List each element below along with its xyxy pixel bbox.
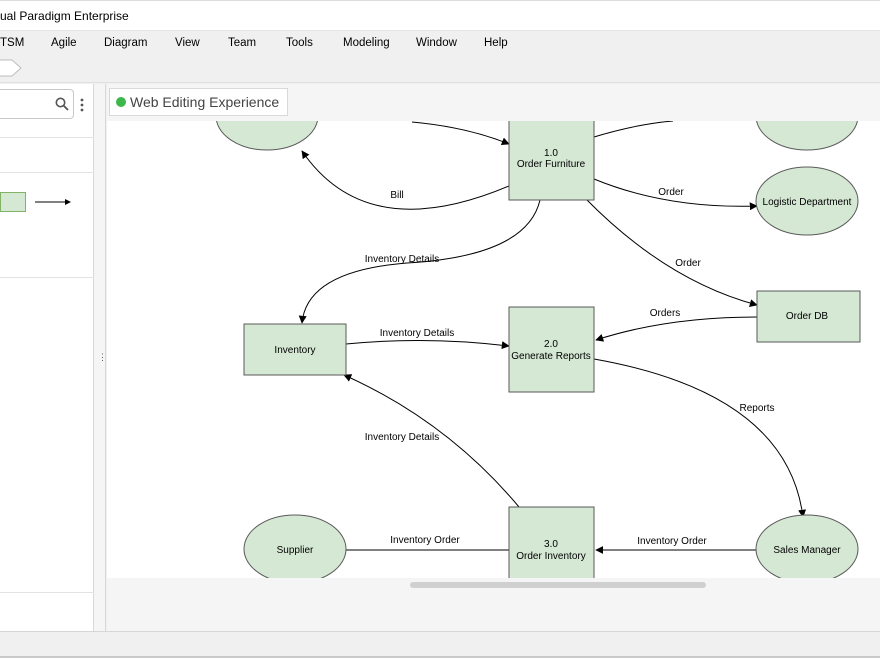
process-1-id: 1.0 — [544, 148, 558, 159]
entity-logistic-label: Logistic Department — [763, 197, 852, 208]
flow-label-bill: Bill — [390, 190, 403, 201]
flow-arrow-reports[interactable] — [593, 358, 807, 518]
data-store-inventory-label: Inventory — [274, 345, 315, 356]
breadcrumb-chevron-icon[interactable] — [0, 59, 22, 77]
menu-bar: TSM Agile Diagram View Team Tools Modeli… — [0, 31, 880, 55]
data-store-order-db[interactable] — [756, 290, 861, 343]
diagram-thumbnail-shape[interactable] — [0, 192, 26, 212]
data-store-order-db-label: Order DB — [786, 311, 829, 322]
menu-item-window[interactable]: Window — [416, 37, 457, 49]
panel-divider — [0, 592, 94, 593]
search-input[interactable] — [0, 89, 74, 119]
menu-item-view[interactable]: View — [175, 37, 200, 49]
flow-label-inventory-order: Inventory Order — [390, 535, 460, 546]
diagram-area[interactable]: Bill Order Order Inventory Details Inven… — [107, 121, 880, 578]
flow-arrow[interactable] — [411, 121, 510, 146]
flow-arrow-inventory-details-2[interactable] — [345, 339, 510, 350]
flow-label-order-db: Order — [675, 258, 701, 269]
external-entity-partial[interactable] — [216, 121, 318, 151]
title-bar-border — [0, 0, 880, 1]
diagram-thumbnail-arrow — [35, 199, 71, 205]
external-entity-partial[interactable] — [756, 121, 858, 151]
diagram-navigator-panel — [0, 84, 94, 631]
web-editing-label: Web Editing Experience — [130, 94, 280, 110]
data-flow-diagram: Bill Order Order Inventory Details Inven… — [216, 121, 861, 578]
horizontal-scrollbar-thumb[interactable] — [410, 582, 706, 588]
flow-arrow-order-db[interactable] — [586, 199, 758, 308]
flow-label-inventory-details: Inventory Details — [380, 328, 454, 339]
status-bar-border — [0, 656, 880, 658]
process-1-name: Order Furniture — [517, 159, 586, 170]
entity-sales-manager-label: Sales Manager — [773, 545, 841, 556]
menu-item-agile[interactable]: Agile — [51, 37, 77, 49]
menu-item-team[interactable]: Team — [228, 37, 257, 49]
status-bar — [0, 631, 880, 658]
flow-label-orders: Orders — [650, 308, 681, 319]
entity-logistic-department[interactable] — [755, 166, 859, 236]
flow-arrow-order-logistic[interactable] — [593, 178, 758, 211]
horizontal-scrollbar[interactable] — [107, 578, 880, 592]
flow-label-inventory-order: Inventory Order — [637, 536, 707, 547]
flow-arrow[interactable] — [593, 121, 674, 138]
process-3-id: 3.0 — [544, 539, 558, 550]
process-order-furniture[interactable] — [508, 121, 595, 201]
entity-sales-manager[interactable] — [755, 514, 859, 578]
diagram-canvas: Web Editing Experience — [107, 84, 880, 631]
menu-item-tools[interactable]: Tools — [286, 37, 313, 49]
search-icon[interactable] — [55, 97, 69, 111]
flow-arrow-inventory-details[interactable] — [298, 199, 541, 324]
flow-arrow-inventory-details-3[interactable] — [343, 374, 520, 508]
flow-label-inventory-details: Inventory Details — [365, 432, 439, 443]
panel-splitter[interactable]: ⋮⋮ — [94, 84, 116, 631]
web-editing-badge[interactable]: Web Editing Experience — [109, 88, 289, 116]
title-bar: ual Paradigm Enterprise — [0, 0, 880, 31]
process-3-name: Order Inventory — [516, 551, 585, 562]
entity-supplier-label: Supplier — [277, 545, 314, 556]
more-vertical-icon[interactable] — [80, 97, 84, 113]
panel-divider — [0, 172, 94, 173]
flow-arrow-bill[interactable] — [301, 150, 510, 210]
process-2-name: Generate Reports — [511, 351, 591, 362]
menu-item-modeling[interactable]: Modeling — [343, 37, 390, 49]
flow-label-inventory-details: Inventory Details — [365, 254, 439, 265]
flow-label-order: Order — [658, 187, 684, 198]
flow-arrow-orders[interactable] — [595, 316, 758, 342]
entity-supplier[interactable] — [243, 514, 347, 578]
toolbar — [0, 55, 880, 83]
flow-label-reports: Reports — [739, 403, 774, 414]
panel-divider — [0, 137, 94, 138]
panel-divider — [0, 277, 94, 278]
status-dot-icon — [116, 97, 126, 107]
process-2-id: 2.0 — [544, 339, 558, 350]
app-title: ual Paradigm Enterprise — [0, 9, 129, 23]
data-store-inventory[interactable] — [243, 323, 347, 376]
process-order-inventory[interactable] — [508, 506, 595, 578]
process-generate-reports[interactable] — [508, 306, 595, 393]
menu-item-diagram[interactable]: Diagram — [104, 37, 148, 49]
menu-item-tsm[interactable]: TSM — [0, 37, 25, 49]
menu-item-help[interactable]: Help — [484, 37, 508, 49]
